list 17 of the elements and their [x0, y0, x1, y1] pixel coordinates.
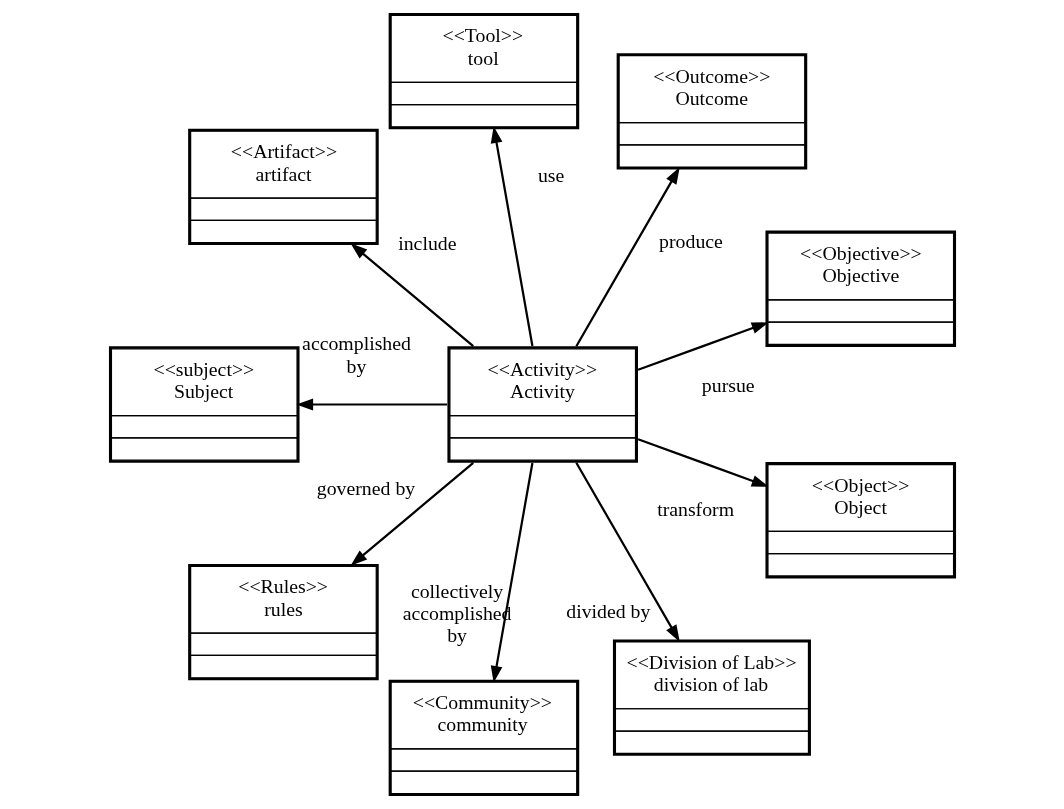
edge-label: include	[397, 232, 456, 255]
edge-label: pursue	[701, 374, 755, 397]
arrow	[637, 438, 769, 487]
edge-label: governed by	[316, 477, 415, 500]
edge-label: produce	[658, 229, 723, 252]
arrow	[490, 126, 533, 347]
edge-label: use	[537, 163, 564, 186]
edge-label: accomplished by	[301, 332, 411, 377]
edge-label: divided by	[565, 600, 650, 623]
arrow	[637, 322, 769, 371]
arrow	[574, 462, 680, 642]
arrow	[350, 243, 474, 348]
arrow	[295, 398, 447, 411]
arrow	[350, 461, 474, 566]
edge-label: transform	[656, 497, 734, 520]
arrow	[490, 462, 533, 683]
arrow	[574, 167, 680, 347]
